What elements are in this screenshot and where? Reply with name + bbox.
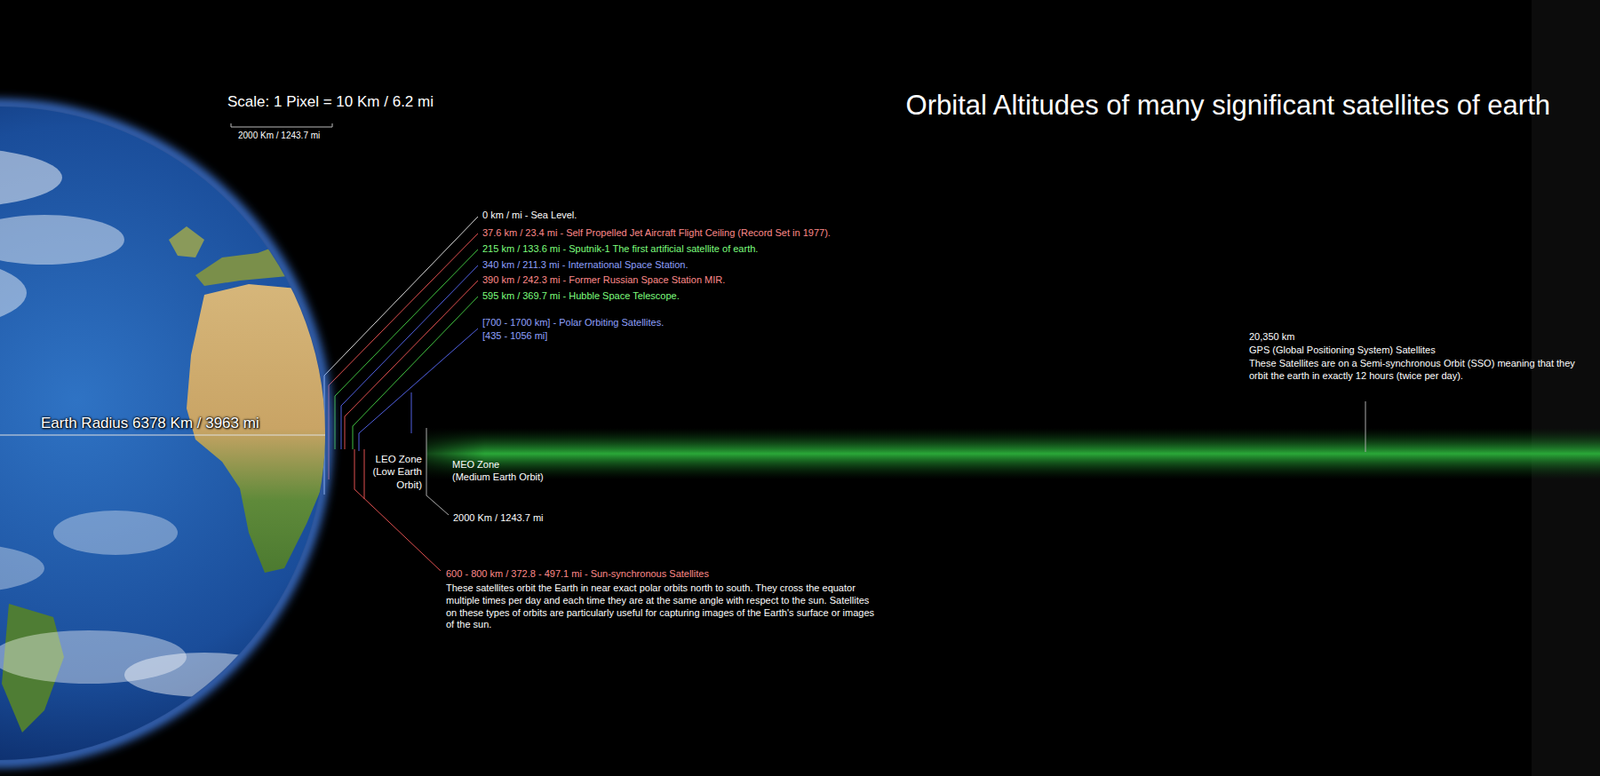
leader-line (324, 216, 478, 495)
scale-note: Scale: 1 Pixel = 10 Km / 6.2 mi (227, 92, 434, 112)
altitude-label: [700 - 1700 km] - Polar Orbiting Satelli… (482, 317, 664, 330)
scale-bar (230, 123, 333, 128)
meo-band (426, 428, 1600, 480)
leader-line (354, 449, 441, 572)
meo-band-fade (426, 428, 1600, 480)
gps-note: These Satellites are on a Semi-synchrono… (1249, 358, 1594, 383)
leader-line (426, 428, 449, 516)
altitude-label: 595 km / 369.7 mi - Hubble Space Telesco… (482, 290, 680, 303)
leader-line (341, 265, 478, 450)
scale-bar-label: 2000 Km / 1243.7 mi (238, 130, 320, 143)
leader-line (1365, 401, 1367, 453)
altitude-label: 600 - 800 km / 372.8 - 497.1 mi - Sun-sy… (445, 568, 709, 582)
leader-line (358, 328, 478, 452)
leader-line (334, 249, 478, 450)
zone-label: LEO Zone (Low Earth Orbit) (366, 453, 422, 492)
leader-line (364, 449, 366, 500)
gps-altitude: 20,350 km (1249, 331, 1295, 344)
sun-sync-note: These satellites orbit the Earth in near… (445, 582, 882, 632)
europe (195, 239, 316, 287)
british-isles (168, 226, 205, 258)
clouds (0, 146, 285, 698)
boundary-label: 2000 Km / 1243.7 mi (453, 512, 544, 526)
leader-line (352, 296, 478, 450)
altitude-label: [435 - 1056 mi] (482, 330, 548, 343)
zone-label: MEO Zone (452, 459, 500, 472)
leader-line (328, 233, 478, 480)
leader-line (411, 392, 413, 434)
altitude-label: 340 km / 211.3 mi - International Space … (482, 259, 689, 272)
zone-label: (Medium Earth Orbit) (452, 471, 544, 485)
chart-title: Orbital Altitudes of many significant sa… (906, 88, 1551, 124)
earth-illustration (0, 106, 326, 761)
radius-line (0, 435, 326, 437)
earth-globe: Earth Radius 6378 Km / 3963 mi (0, 106, 326, 761)
altitude-label: 0 km / mi - Sea Level. (482, 209, 577, 223)
altitude-label: 215 km / 133.6 mi - Sputnik-1 The first … (482, 243, 758, 256)
leader-line (344, 280, 478, 450)
radius-label: Earth Radius 6378 Km / 3963 mi (40, 413, 260, 433)
altitude-label: 390 km / 242.3 mi - Former Russian Space… (482, 274, 725, 287)
altitude-label: 37.6 km / 23.4 mi - Self Propelled Jet A… (482, 227, 831, 240)
gps-title: GPS (Global Positioning System) Satellit… (1249, 344, 1436, 358)
